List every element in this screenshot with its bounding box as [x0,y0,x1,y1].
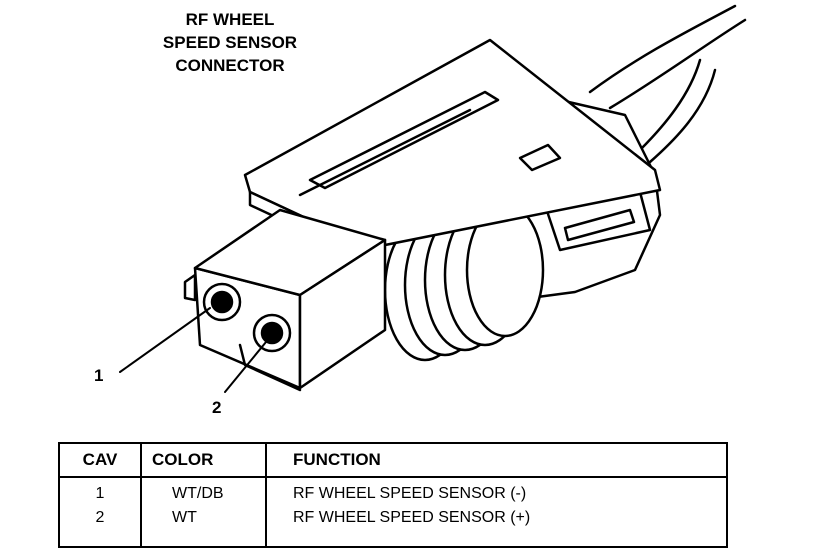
pin-table: CAV COLOR FUNCTION 1 2 WT/DB WT RF WHEEL… [58,442,728,548]
cav-value: 1 [95,485,105,502]
header-cav: CAV [58,442,142,478]
callout-2: 2 [212,398,222,417]
leader-line-2 [224,341,267,393]
color-value: WT [172,509,197,526]
table-row: 1 2 WT/DB WT RF WHEEL SPEED SENSOR (-) R… [58,476,728,548]
header-function: FUNCTION [265,442,728,478]
connector-side [298,238,387,390]
wire-1 [588,4,737,94]
title-line-2: SPEED SENSOR [162,33,298,52]
wire-3 [638,58,702,152]
wire-2 [608,18,747,110]
callout-1: 1 [94,366,104,385]
function-value: RF WHEEL SPEED SENSOR (+) [293,509,531,526]
color-value: WT/DB [172,485,224,502]
color-cell: WT/DB WT [140,476,267,548]
connector-illustration [119,4,747,393]
title-line-1: RF WHEEL [185,10,275,29]
wire-4 [648,68,717,164]
table-header-row: CAV COLOR FUNCTION [58,442,728,478]
diagram-title: RF WHEEL SPEED SENSOR CONNECTOR [130,8,330,77]
leader-line-1 [119,307,211,373]
function-cell: RF WHEEL SPEED SENSOR (-) RF WHEEL SPEED… [265,476,728,548]
cav-value: 2 [95,509,105,526]
header-color: COLOR [140,442,267,478]
cav-cell: 1 2 [58,476,142,548]
function-value: RF WHEEL SPEED SENSOR (-) [293,485,527,502]
title-line-3: CONNECTOR [175,56,285,75]
